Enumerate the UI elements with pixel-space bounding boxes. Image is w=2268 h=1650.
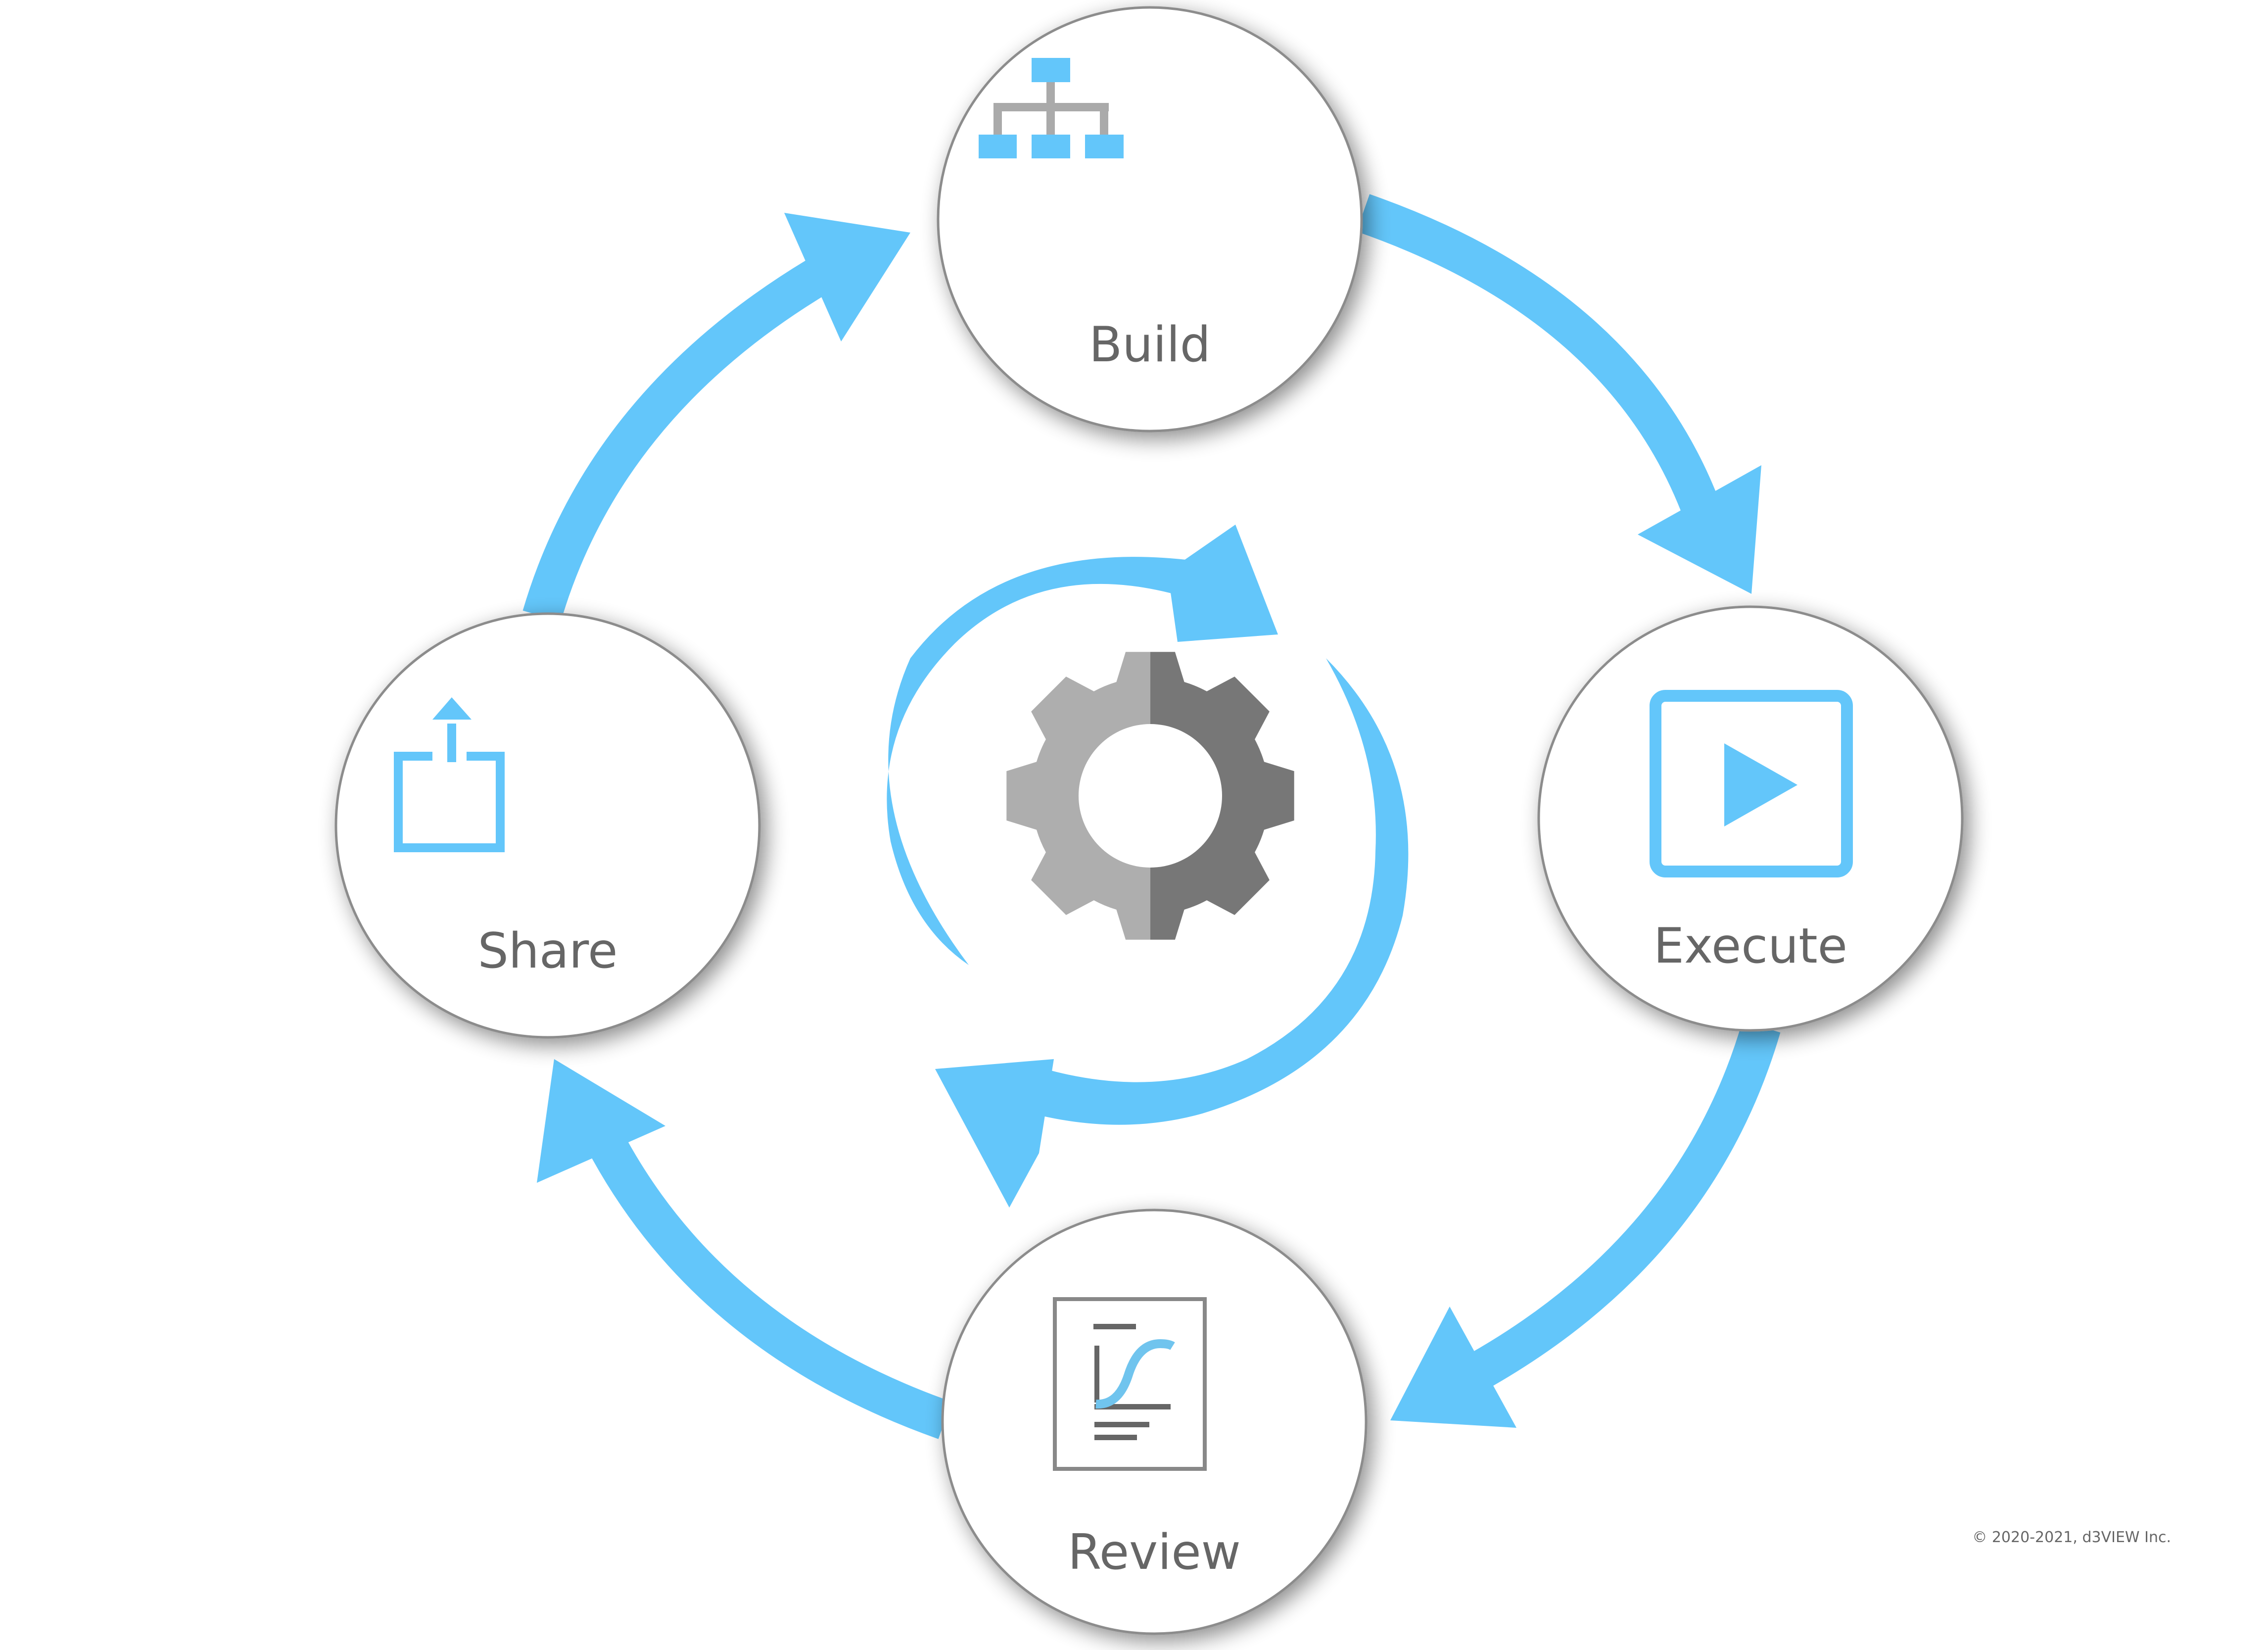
stage-execute[interactable]: Execute: [1537, 605, 1964, 1032]
arrow-build-to-execute: [1356, 194, 1761, 594]
center-gear-cycle: [887, 525, 1409, 1208]
play-triangle: [1724, 743, 1797, 826]
gear-left-half: [1006, 652, 1150, 940]
gear-icon: [1006, 652, 1294, 940]
stage-label-execute: Execute: [1654, 918, 1847, 974]
stage-review[interactable]: Review: [941, 1209, 1368, 1635]
arrow-review-to-share: [537, 1059, 952, 1439]
gear-right-half: [1150, 652, 1294, 940]
share-upload-icon: [394, 697, 505, 852]
arrow-share-to-build: [522, 213, 910, 622]
stage-build[interactable]: Build: [937, 6, 1363, 433]
stage-label-build: Build: [1089, 317, 1211, 373]
copyright-text: © 2020-2021, d3VIEW Inc.: [1972, 1529, 2171, 1546]
stage-label-share: Share: [478, 923, 618, 979]
cycle-arrows-icon: [887, 525, 1409, 1208]
stage-label-review: Review: [1068, 1524, 1241, 1581]
hierarchy-icon: [979, 58, 1124, 158]
play-icon: [1650, 690, 1853, 877]
report-chart-icon: [1053, 1297, 1207, 1471]
stage-share[interactable]: Share: [334, 612, 761, 1039]
arrow-execute-to-review: [1390, 1021, 1781, 1428]
